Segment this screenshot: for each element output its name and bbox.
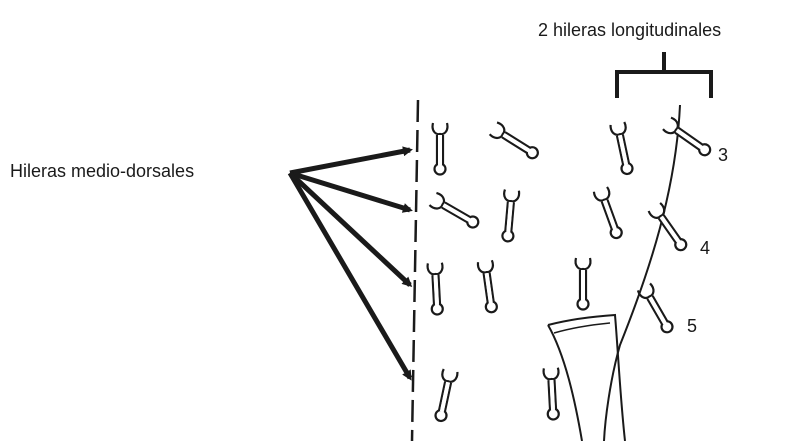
dorsal-midline (412, 100, 418, 441)
seta-r4-a (433, 369, 458, 422)
top-bracket (617, 52, 711, 98)
seta-r2-a (429, 193, 481, 232)
arrow-group (290, 150, 410, 378)
arrow-row-1 (290, 150, 410, 173)
seta-r1-c (610, 122, 635, 175)
top-bracket-label: 2 hileras longitudinales (538, 20, 721, 40)
seta-r1-d (663, 117, 714, 159)
row-number-3: 3 (718, 145, 728, 165)
row-number-4: 4 (700, 238, 710, 258)
seta-r3-c (576, 258, 591, 310)
left-rows-label: Hileras medio-dorsales (10, 161, 194, 181)
seta-r1-b (489, 122, 541, 162)
lower-lobe-inner (554, 323, 610, 333)
seta-r2-b (500, 189, 519, 242)
row-number-5: 5 (687, 316, 697, 336)
seta-r3-b (478, 260, 500, 313)
body-outline (604, 105, 680, 441)
seta-r3-a (427, 263, 445, 315)
seta-r1-a (433, 123, 448, 175)
seta-r3-d (638, 283, 677, 335)
lower-lobe (548, 315, 625, 441)
seta-r2-c (593, 187, 625, 240)
seta-r4-b (543, 368, 561, 420)
